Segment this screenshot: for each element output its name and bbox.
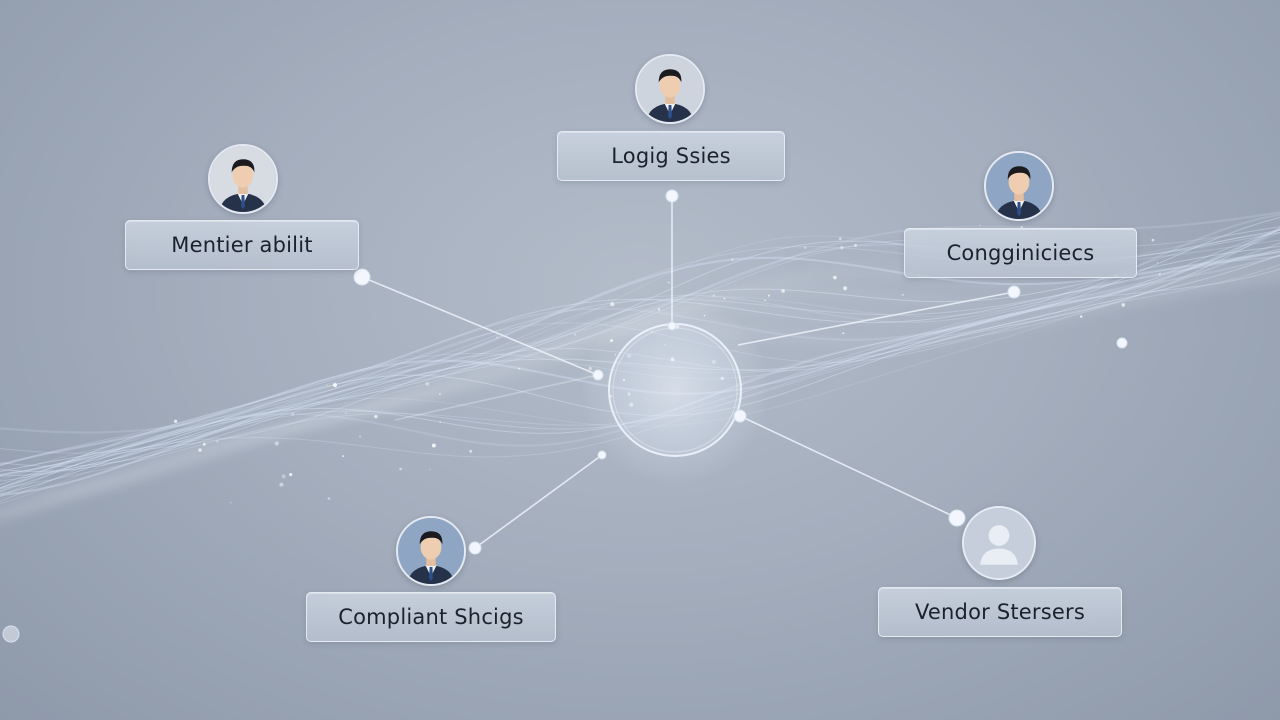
avatar-bottom-left (396, 516, 466, 586)
sparkle (1079, 315, 1083, 318)
sparkle (332, 382, 338, 388)
sparkle (764, 299, 766, 302)
wave-strand (0, 256, 1280, 502)
dot-left-edge (2, 625, 20, 643)
sparkle (573, 333, 577, 336)
sparkle (281, 474, 286, 479)
wave-strand (0, 250, 1280, 497)
person-avatar-icon (210, 146, 276, 212)
node-label-bottom-right[interactable]: Vendor Stersers (878, 587, 1122, 637)
node-label-top-left[interactable]: Mentier abilit (125, 220, 359, 270)
sparkle (289, 473, 293, 477)
sparkle (425, 382, 430, 386)
node-label-bottom-left[interactable]: Compliant Shcigs (306, 592, 556, 642)
sparkle (901, 293, 904, 296)
sparkle (667, 281, 670, 284)
dot-bottom-right (948, 509, 966, 527)
sparkle (723, 297, 726, 300)
dot-right-far (1116, 337, 1128, 349)
dot-hub-bottom (597, 450, 607, 460)
sparkle (291, 412, 295, 416)
sparkle (767, 294, 770, 297)
person-avatar-icon (986, 153, 1052, 219)
sparkle (469, 449, 473, 453)
person-avatar-icon (637, 56, 703, 122)
wave-strand (0, 250, 1280, 493)
avatar-top (635, 54, 705, 124)
sparkle (610, 301, 615, 307)
sparkle (274, 441, 279, 446)
node-label-top-text: Logig Ssies (611, 144, 731, 168)
sparkle (838, 237, 842, 241)
sparkle (518, 367, 521, 370)
sparkle (327, 497, 331, 500)
sparkle (1156, 262, 1159, 264)
sparkle (842, 332, 845, 335)
sparkle (202, 442, 206, 446)
sparkle (431, 443, 436, 448)
connector-right (737, 291, 1015, 346)
sparkle (230, 501, 232, 504)
node-label-top-left-text: Mentier abilit (171, 233, 313, 257)
connector-bottom-left (474, 454, 603, 549)
sparkle (712, 294, 715, 297)
sparkle (1151, 238, 1155, 242)
sparkle (1121, 303, 1125, 307)
dot-hub-top (667, 321, 677, 331)
avatar-right (984, 151, 1054, 221)
avatar-top-left (208, 144, 278, 214)
sparkle (854, 243, 858, 247)
sparkle (279, 482, 284, 487)
sparkle (843, 286, 848, 291)
sparkle (496, 336, 498, 338)
sparkle (1020, 225, 1023, 229)
dot-hub-right (733, 409, 747, 423)
wave-strand (0, 248, 1280, 489)
connector-faint-left (394, 374, 599, 421)
sparkle (438, 392, 442, 396)
connector-lines (361, 196, 1015, 549)
node-label-right-text: Congginiciecs (946, 241, 1095, 265)
dot-top (665, 189, 679, 203)
node-label-bottom-left-text: Compliant Shcigs (338, 605, 524, 629)
sparkle (216, 440, 219, 443)
node-label-top[interactable]: Logig Ssies (557, 131, 785, 181)
sparkle (345, 412, 347, 414)
sparkle (781, 289, 785, 293)
dot-bottom-left (468, 541, 482, 555)
sparkle (198, 448, 202, 452)
sparkle (803, 246, 807, 249)
sparkle (429, 468, 431, 471)
dot-right (1007, 285, 1021, 299)
node-label-right[interactable]: Congginiciecs (904, 228, 1137, 278)
dot-top-left (353, 268, 371, 286)
node-label-bottom-right-text: Vendor Stersers (914, 600, 1085, 624)
sparkle (326, 384, 328, 386)
hub-glow (580, 295, 770, 485)
sparkle (399, 467, 402, 471)
sparkle (1158, 272, 1161, 276)
sparkle (439, 421, 442, 423)
sparkle (731, 258, 734, 261)
sparkle (840, 246, 844, 250)
connector-top-left (361, 276, 599, 376)
sparkle (833, 275, 837, 280)
sparkle (173, 419, 178, 424)
sparkle (979, 224, 981, 227)
sparkle (374, 414, 378, 419)
placeholder-user-icon (964, 508, 1034, 578)
central-hub (608, 323, 742, 457)
sparkle (342, 455, 345, 458)
person-avatar-icon (398, 518, 464, 584)
avatar-bottom-right (962, 506, 1036, 580)
sparkle (359, 435, 362, 438)
connector-dots (2, 189, 1128, 643)
connector-bottom-right (739, 415, 958, 519)
dot-hub-left (592, 369, 604, 381)
